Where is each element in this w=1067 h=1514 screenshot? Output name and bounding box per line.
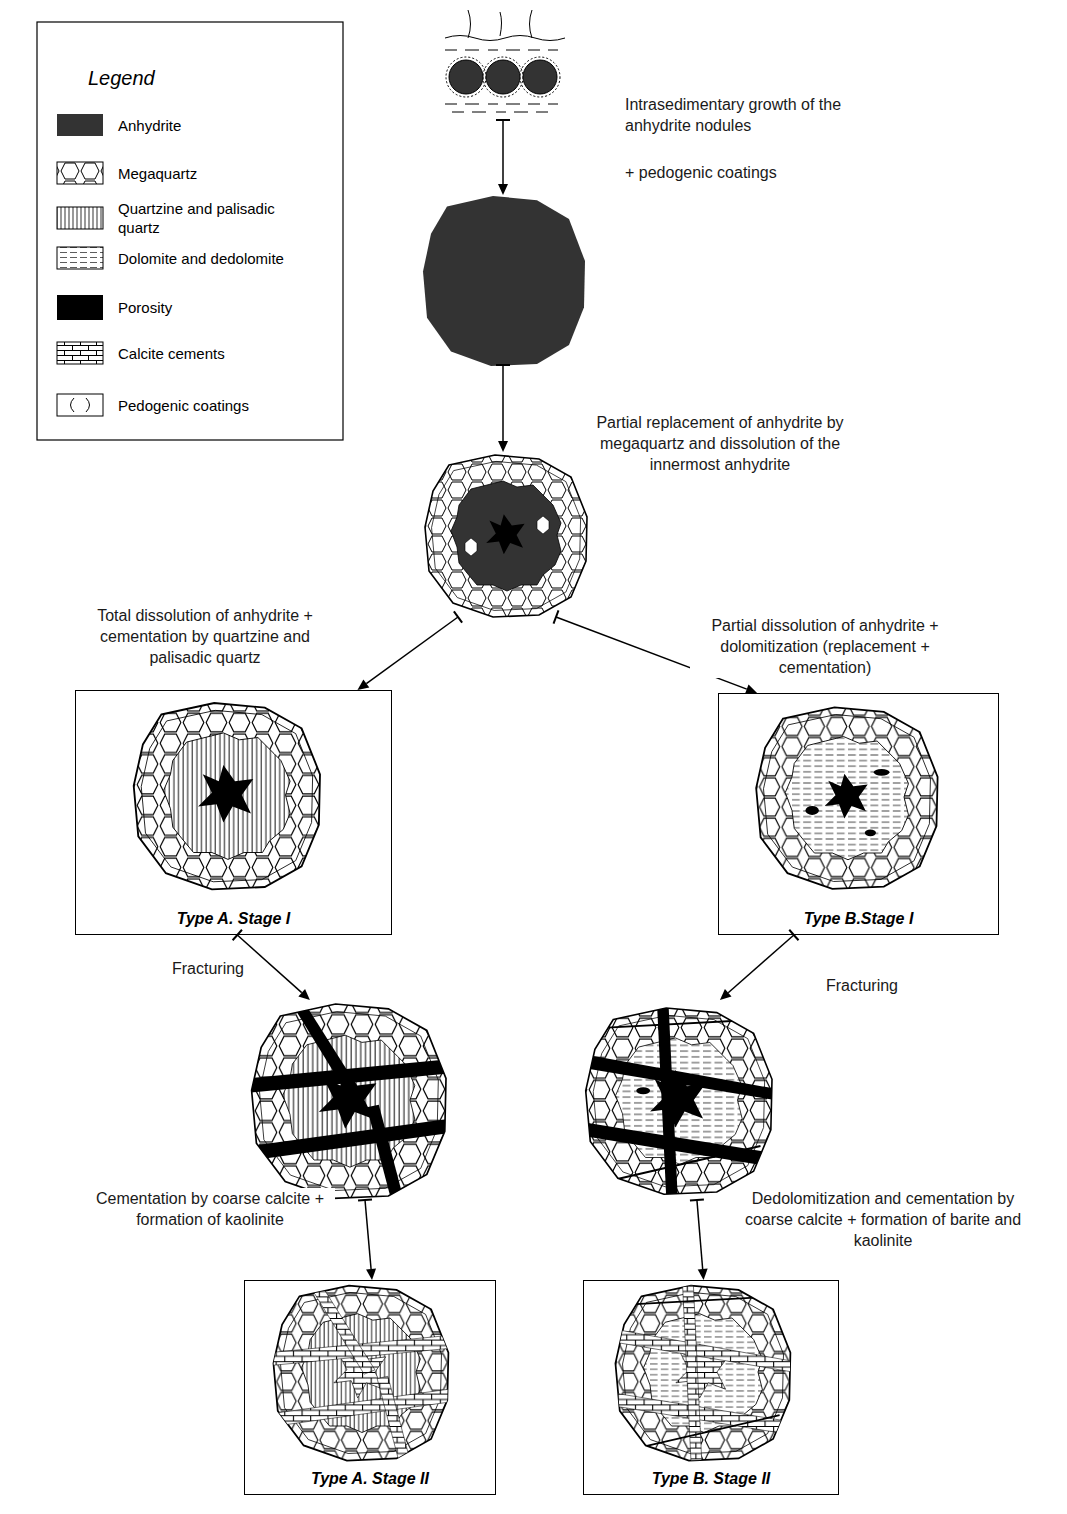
- process-note: + pedogenic coatings: [625, 162, 865, 183]
- arrow-head: [498, 184, 508, 195]
- flow-arrow: [358, 1199, 376, 1280]
- arrow-shaft: [502, 365, 504, 441]
- process-label: Partial replacement of anhydrite by mega…: [590, 412, 850, 475]
- flow-arrow: [690, 1199, 708, 1280]
- legend-frame: [37, 22, 343, 440]
- process-label: Fracturing: [812, 975, 912, 996]
- flow-arrow: [357, 611, 462, 690]
- legend-text: Porosity: [118, 298, 318, 317]
- anhydrite-nodule: [423, 196, 585, 366]
- calcite-swatch: [57, 342, 103, 364]
- nodule-figure: Intrasedimentary growth of the anhydrite…: [440, 10, 560, 120]
- arrow-tail-bar: [789, 930, 798, 941]
- arrow-shaft: [502, 120, 504, 184]
- flow-arrow: [496, 365, 510, 452]
- stage-caption: Type B.Stage I: [719, 909, 998, 929]
- type-a-stage-2-nodule: [270, 1286, 450, 1461]
- arrow-shaft: [697, 1200, 703, 1269]
- sediment-figure: [445, 10, 565, 112]
- arrow-head: [698, 1269, 708, 1280]
- process-label: Partial dissolution of anhydrite + dolom…: [690, 615, 960, 678]
- process-label: Dedolomitization and cementation by coar…: [728, 1188, 1038, 1251]
- megaquartz-nodule: [425, 455, 587, 617]
- arrow-shaft: [366, 617, 458, 684]
- stage-caption: Type A. Stage II: [245, 1469, 495, 1489]
- arrow-head: [366, 1269, 376, 1280]
- nodule-figure: [428, 452, 588, 617]
- flow-arrow: [496, 120, 510, 195]
- legend-text: Dolomite and dedolomite: [118, 249, 318, 268]
- arrow-shaft: [728, 935, 794, 993]
- arrow-head: [298, 989, 310, 1000]
- nodule-figure: [590, 1000, 770, 1200]
- megaquartz-swatch: [57, 162, 103, 184]
- process-label: Total dissolution of anhydrite + cementa…: [70, 605, 340, 668]
- legend-text: Quartzine and palisadic quartz: [118, 199, 318, 237]
- flow-arrow: [720, 930, 799, 1000]
- nodule-figure: [255, 1000, 445, 1200]
- arrow-tail-bar: [358, 1199, 372, 1200]
- arrow-tail-bar: [233, 930, 242, 940]
- legend-heading: Legend: [88, 66, 155, 90]
- dolomite-swatch: [57, 247, 103, 269]
- type-a-stage-1-nodule: [134, 703, 320, 889]
- pedogenic-swatch: [57, 394, 103, 416]
- legend-text: Pedogenic coatings: [118, 396, 318, 415]
- legend-swatch: [57, 114, 103, 136]
- stage-caption: Type A. Stage I: [76, 909, 391, 929]
- legend-text: Megaquartz: [118, 164, 318, 183]
- legend-swatch: [57, 295, 103, 320]
- arrow-tail-bar: [454, 611, 462, 622]
- type-b-stage-2-nodule: [612, 1281, 792, 1462]
- type-b-stage-1-nodule: [756, 707, 937, 888]
- quartzine-swatch: [57, 207, 103, 229]
- arrow-shaft: [365, 1200, 371, 1269]
- stage-box: Type A. Stage I: [75, 690, 392, 935]
- stage-box: Type B. Stage II: [583, 1280, 839, 1495]
- stage-box: Type B.Stage I: [718, 693, 999, 935]
- nodule-figure: [425, 195, 585, 365]
- stage-box: Type A. Stage II: [244, 1280, 496, 1495]
- fractured-b-nodule: [582, 1003, 774, 1196]
- process-label: Cementation by coarse calcite + formatio…: [85, 1188, 335, 1230]
- fractured-a-nodule: [248, 1004, 448, 1198]
- arrow-head: [498, 441, 508, 452]
- arrow-head: [357, 679, 369, 690]
- arrow-head: [720, 989, 732, 1000]
- legend-text: Anhydrite: [118, 116, 318, 135]
- legend-text: Calcite cements: [118, 344, 318, 363]
- process-label: Fracturing: [160, 958, 256, 979]
- arrow-tail-bar: [496, 364, 510, 366]
- process-note: Intrasedimentary growth of the anhydrite…: [625, 94, 865, 136]
- arrow-tail-bar: [690, 1199, 704, 1200]
- arrow-tail-bar: [554, 610, 559, 623]
- stage-caption: Type B. Stage II: [584, 1469, 838, 1489]
- arrow-tail-bar: [496, 119, 510, 121]
